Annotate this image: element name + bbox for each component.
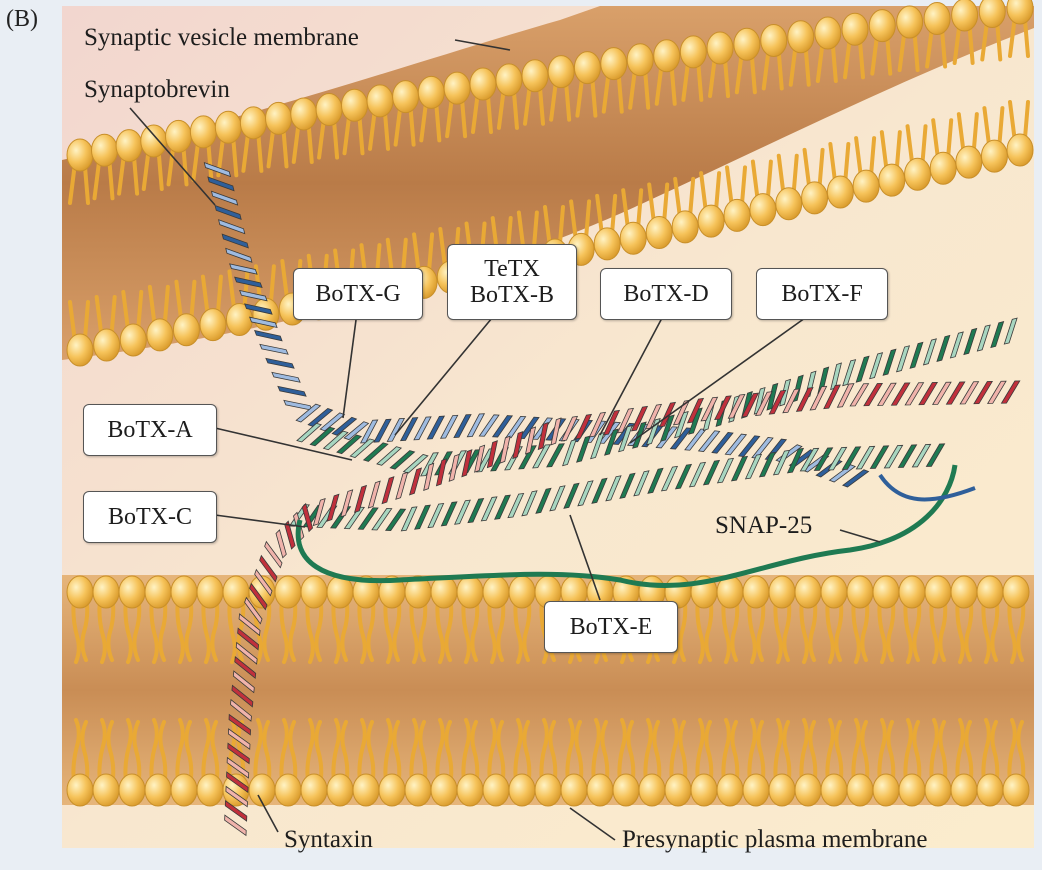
botx-a-label: BoTX-A [107, 416, 193, 443]
tetx-botx-b-box: TeTX BoTX-B [447, 244, 577, 320]
synaptobrevin-linker [878, 473, 976, 502]
snap25-linker [295, 464, 958, 589]
botx-c-box: BoTX-C [83, 491, 217, 543]
syntaxin-label: Syntaxin [284, 826, 373, 853]
botx-c-label: BoTX-C [108, 503, 192, 530]
botx-e-box: BoTX-E [544, 601, 678, 653]
botx-d-label: BoTX-D [623, 280, 709, 307]
lipid-bilayers [66, 0, 1034, 807]
synaptobrevin-label: Synaptobrevin [84, 76, 230, 103]
panel-label: (B) [6, 6, 38, 32]
botx-e-label: BoTX-E [569, 613, 653, 640]
synaptobrevin-helix [203, 162, 870, 488]
vesicle-outer-leaflet [66, 0, 1034, 205]
botx-f-box: BoTX-F [756, 268, 888, 320]
botx-a-box: BoTX-A [83, 404, 217, 456]
botx-f-label: BoTX-F [781, 280, 863, 307]
syntaxin-helix [224, 380, 1021, 837]
botx-g-box: BoTX-G [293, 268, 423, 320]
snap25-helix-2 [288, 443, 946, 532]
snare-helices [203, 162, 1021, 837]
plasma-membrane-label: Presynaptic plasma membrane [622, 826, 928, 853]
botx-g-label: BoTX-G [315, 280, 401, 307]
tetx-label: TeTX [484, 255, 540, 282]
vesicle-membrane-label: Synaptic vesicle membrane [84, 24, 359, 51]
snap25-label: SNAP-25 [715, 512, 813, 539]
botx-b-label: BoTX-B [470, 282, 554, 308]
plasma-inner-leaflet [66, 718, 1030, 807]
botx-d-box: BoTX-D [600, 268, 732, 320]
leader-lines [129, 39, 881, 841]
